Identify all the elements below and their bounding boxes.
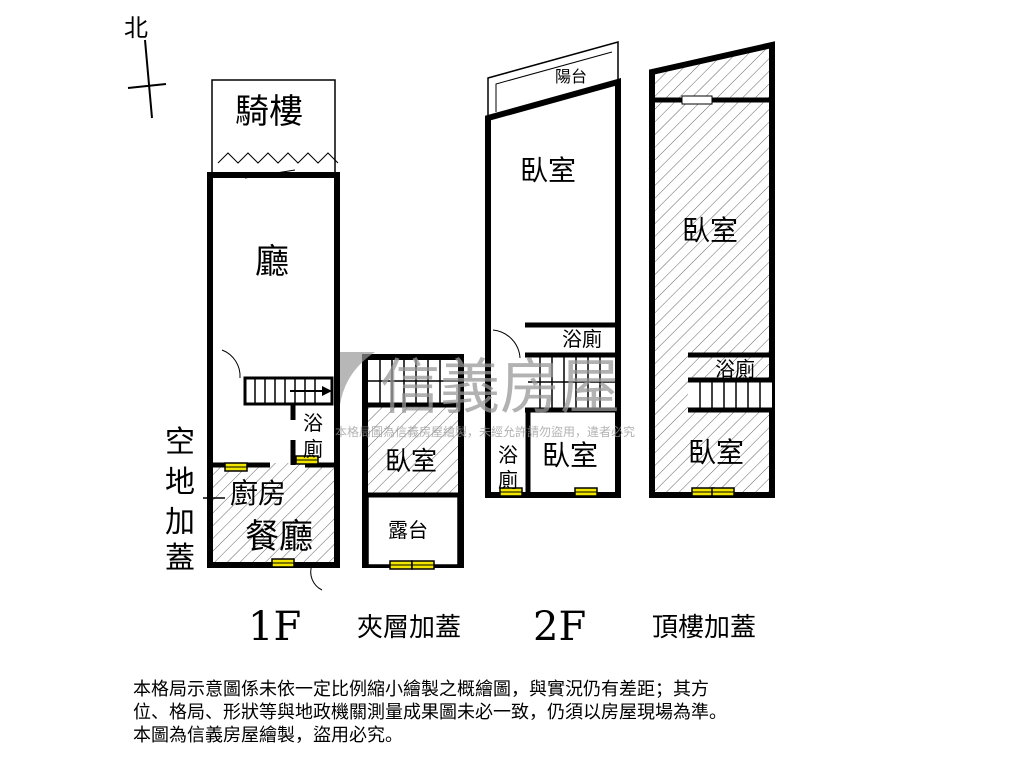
disclaimer-line-3: 本圖為信義房屋繪製，盜用必究。 — [133, 725, 403, 746]
room-roof-bedroom-front: 臥室 — [682, 214, 738, 247]
side-label-2: 地 — [165, 465, 195, 500]
room-terrace: 露台 — [388, 518, 428, 542]
watermark: 信義房屋 本格局圖為信義房屋繪製，未經允許請勿盜用，違者必究 — [335, 352, 635, 439]
room-balcony: 陽台 — [555, 67, 587, 86]
floor-2f: 陽台 臥室 浴廁 浴 廁 臥室 2F — [485, 41, 621, 650]
floor-mezzanine: 臥室 露台 夾層加蓋 — [357, 354, 464, 643]
floor-title-mezz: 夾層加蓋 — [357, 613, 461, 643]
room-mezz-bedroom: 臥室 — [385, 447, 437, 477]
brand-logo-icon — [340, 352, 375, 405]
floor-title-roof: 頂樓加蓋 — [652, 613, 756, 643]
room-living: 廳 — [255, 242, 289, 282]
floor-roof: 臥室 浴廁 臥室 頂樓加蓋 — [649, 41, 775, 643]
floor-title-1f: 1F — [248, 604, 301, 650]
arcade-outline — [211, 79, 336, 175]
side-label-1: 空 — [165, 425, 195, 460]
room-2f-bath-a: 浴 — [498, 443, 518, 467]
room-bath-b: 廁 — [303, 437, 323, 461]
room-roof-bedroom-back: 臥室 — [688, 436, 744, 469]
watermark-notice: 本格局圖為信義房屋繪製，未經允許請勿盜用，違者必究 — [335, 424, 635, 439]
room-roof-bath: 浴廁 — [715, 357, 755, 381]
watermark-brand: 信義房屋 — [380, 353, 620, 423]
disclaimer-line-1: 本格局示意圖係未依一定比例縮小繪製之概繪圖，與實況仍有差距；其方 — [133, 679, 709, 700]
room-dining: 餐廳 — [245, 517, 313, 557]
room-arcade: 騎樓 — [235, 92, 303, 132]
compass-label: 北 — [124, 14, 148, 42]
north-compass-icon: 北 — [124, 14, 167, 119]
room-2f-bedroom-front: 臥室 — [520, 154, 576, 187]
room-2f-bath-upper: 浴廁 — [562, 327, 602, 351]
room-bath-a: 浴 — [303, 411, 323, 435]
side-label-3: 加 — [165, 505, 195, 540]
room-kitchen: 廚房 — [230, 477, 286, 510]
disclaimer-line-2: 位、格局、形狀等與地政機關測量成果圖未必一致，仍須以房屋現場為準。 — [133, 702, 727, 723]
room-2f-bedroom-back: 臥室 — [542, 439, 598, 472]
disclaimer: 本格局示意圖係未依一定比例縮小繪製之概繪圖，與實況仍有差距；其方 位、格局、形狀… — [133, 678, 913, 747]
side-label-4: 蓋 — [165, 541, 195, 576]
floor-title-2f: 2F — [533, 604, 586, 650]
room-2f-bath-b: 廁 — [498, 468, 518, 492]
floor-1f: 騎樓 廳 浴 廁 廚房 餐廳 空 地 加 蓋 1F — [165, 79, 340, 650]
